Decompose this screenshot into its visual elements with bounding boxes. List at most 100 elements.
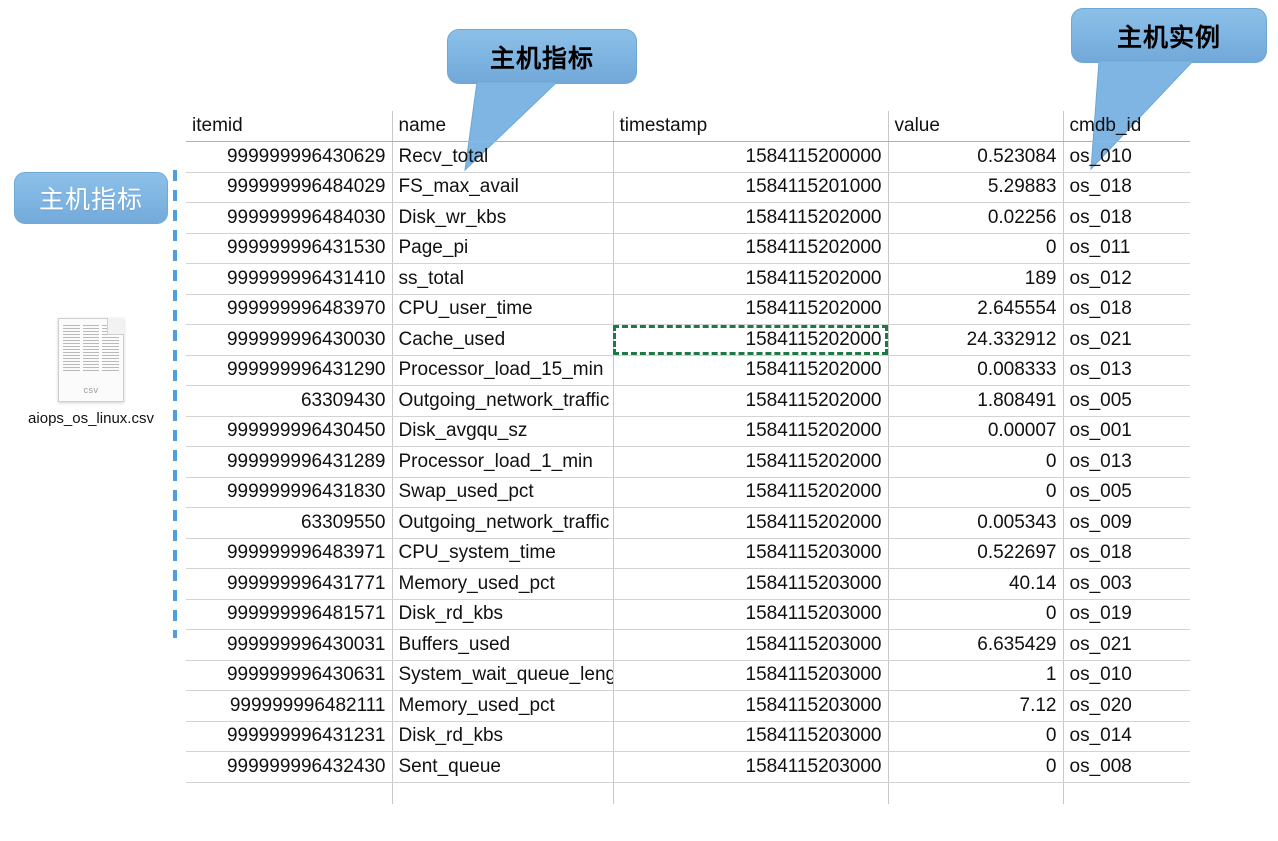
cell-timestamp[interactable]: 1584115202000: [612, 446, 888, 478]
cell-empty[interactable]: [1062, 782, 1190, 804]
cell-value[interactable]: 0: [887, 477, 1063, 508]
cell-itemid[interactable]: 999999996430030: [186, 324, 392, 356]
cell-cmdb-id[interactable]: os_005: [1062, 385, 1190, 417]
cell-value[interactable]: 0: [887, 721, 1063, 752]
cell-value[interactable]: 0.02256: [887, 202, 1063, 234]
cell-timestamp[interactable]: 1584115203000: [612, 568, 888, 600]
cell-value[interactable]: 2.645554: [887, 294, 1063, 325]
cell-empty[interactable]: [887, 782, 1063, 804]
cell-cmdb-id[interactable]: os_003: [1062, 568, 1190, 600]
cell-timestamp[interactable]: 1584115203000: [612, 599, 888, 630]
cell-value[interactable]: 0: [887, 233, 1063, 264]
cell-timestamp[interactable]: 1584115202000: [612, 385, 888, 417]
cell-value[interactable]: 1: [887, 660, 1063, 691]
cell-timestamp[interactable]: 1584115203000: [612, 629, 888, 661]
cell-value[interactable]: 0.523084: [887, 141, 1063, 173]
cell-cmdb-id[interactable]: os_018: [1062, 172, 1190, 203]
cell-empty[interactable]: [391, 782, 613, 804]
cell-itemid[interactable]: 999999996484029: [186, 172, 392, 203]
cell-value[interactable]: 5.29883: [887, 172, 1063, 203]
cell-name[interactable]: Disk_wr_kbs: [391, 202, 613, 234]
cell-cmdb-id[interactable]: os_008: [1062, 751, 1190, 783]
cell-timestamp[interactable]: 1584115203000: [612, 538, 888, 569]
cell-timestamp[interactable]: 1584115200000: [612, 141, 888, 173]
cell-itemid[interactable]: 999999996432430: [186, 751, 392, 783]
cell-cmdb-id[interactable]: os_018: [1062, 202, 1190, 234]
cell-itemid[interactable]: 999999996431410: [186, 263, 392, 295]
cell-value[interactable]: 0: [887, 599, 1063, 630]
column-header-name[interactable]: name: [391, 111, 613, 142]
cell-itemid[interactable]: 999999996483971: [186, 538, 392, 569]
cell-cmdb-id[interactable]: os_009: [1062, 507, 1190, 539]
cell-value[interactable]: 40.14: [887, 568, 1063, 600]
cell-name[interactable]: CPU_user_time: [391, 294, 613, 325]
cell-name[interactable]: Memory_used_pct: [391, 568, 613, 600]
cell-itemid[interactable]: 999999996483970: [186, 294, 392, 325]
cell-cmdb-id[interactable]: os_019: [1062, 599, 1190, 630]
cell-value[interactable]: 0.00007: [887, 416, 1063, 447]
cell-timestamp[interactable]: 1584115202000: [612, 507, 888, 539]
cell-timestamp[interactable]: 1584115202000: [612, 294, 888, 325]
cell-name[interactable]: Page_pi: [391, 233, 613, 264]
cell-name[interactable]: Outgoing_network_traffic: [391, 385, 613, 417]
cell-value[interactable]: 0: [887, 446, 1063, 478]
cell-name[interactable]: Processor_load_15_min: [391, 355, 613, 386]
cell-name[interactable]: Outgoing_network_traffic: [391, 507, 613, 539]
cell-cmdb-id[interactable]: os_012: [1062, 263, 1190, 295]
cell-timestamp[interactable]: 1584115203000: [612, 690, 888, 722]
cell-name[interactable]: FS_max_avail: [391, 172, 613, 203]
cell-value[interactable]: 24.332912: [887, 324, 1063, 356]
cell-name[interactable]: Swap_used_pct: [391, 477, 613, 508]
cell-timestamp[interactable]: 1584115202000: [612, 477, 888, 508]
cell-cmdb-id[interactable]: os_014: [1062, 721, 1190, 752]
cell-name[interactable]: Recv_total: [391, 141, 613, 173]
cell-cmdb-id[interactable]: os_001: [1062, 416, 1190, 447]
cell-value[interactable]: 0.008333: [887, 355, 1063, 386]
cell-name[interactable]: Cache_used: [391, 324, 613, 356]
cell-value[interactable]: 7.12: [887, 690, 1063, 722]
cell-timestamp[interactable]: 1584115203000: [612, 721, 888, 752]
cell-itemid[interactable]: 999999996430031: [186, 629, 392, 661]
cell-timestamp[interactable]: 1584115202000: [612, 233, 888, 264]
cell-cmdb-id[interactable]: os_005: [1062, 477, 1190, 508]
cell-itemid[interactable]: 63309550: [186, 507, 392, 539]
cell-timestamp[interactable]: 1584115203000: [612, 660, 888, 691]
cell-cmdb-id[interactable]: os_013: [1062, 355, 1190, 386]
cell-timestamp[interactable]: 1584115203000: [612, 751, 888, 783]
cell-itemid[interactable]: 63309430: [186, 385, 392, 417]
csv-file-item[interactable]: csv aiops_os_linux.csv: [14, 318, 168, 427]
cell-value[interactable]: 0.005343: [887, 507, 1063, 539]
cell-value[interactable]: 189: [887, 263, 1063, 295]
cell-empty[interactable]: [612, 782, 888, 804]
cell-cmdb-id[interactable]: os_010: [1062, 660, 1190, 691]
cell-name[interactable]: System_wait_queue_length: [391, 660, 613, 691]
cell-value[interactable]: 1.808491: [887, 385, 1063, 417]
cell-itemid[interactable]: 999999996482111: [186, 690, 392, 722]
cell-name[interactable]: CPU_system_time: [391, 538, 613, 569]
cell-name[interactable]: ss_total: [391, 263, 613, 295]
cell-itemid[interactable]: 999999996481571: [186, 599, 392, 630]
cell-itemid[interactable]: 999999996431290: [186, 355, 392, 386]
cell-itemid[interactable]: 999999996431771: [186, 568, 392, 600]
cell-name[interactable]: Memory_used_pct: [391, 690, 613, 722]
column-header-itemid[interactable]: itemid: [186, 111, 392, 142]
cell-cmdb-id[interactable]: os_013: [1062, 446, 1190, 478]
cell-itemid[interactable]: 999999996431530: [186, 233, 392, 264]
column-header-timestamp[interactable]: timestamp: [612, 111, 888, 142]
cell-cmdb-id[interactable]: os_010: [1062, 141, 1190, 173]
cell-name[interactable]: Processor_load_1_min: [391, 446, 613, 478]
cell-itemid[interactable]: 999999996431830: [186, 477, 392, 508]
